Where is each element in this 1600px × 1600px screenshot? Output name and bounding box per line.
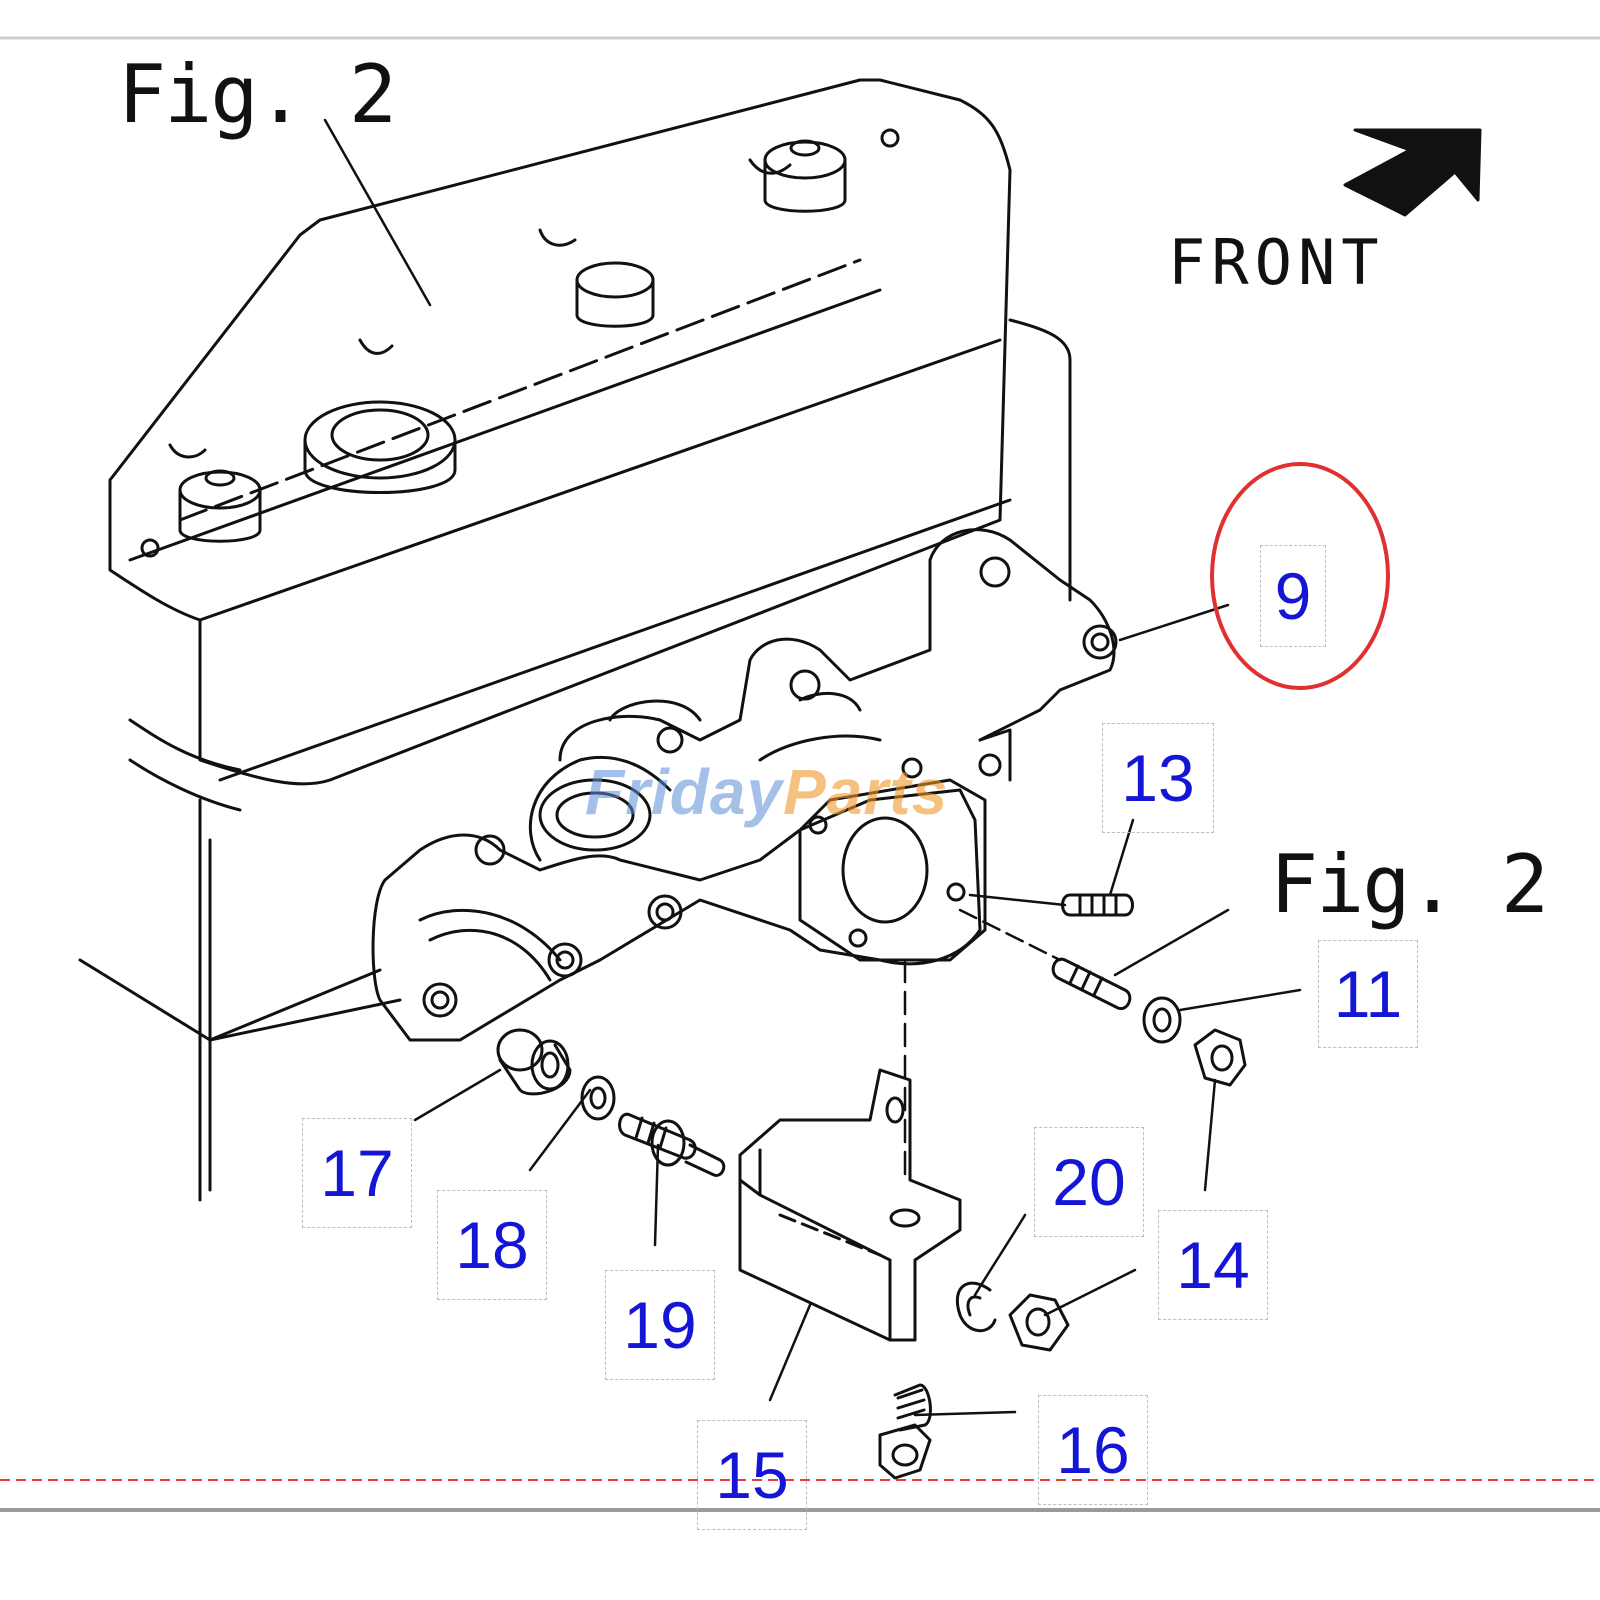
nut-part-14-lower <box>1008 1293 1070 1352</box>
callout-part-13[interactable]: 13 <box>1102 723 1214 833</box>
callout-part-19[interactable]: 19 <box>605 1270 715 1380</box>
callout-part-20[interactable]: 20 <box>1034 1127 1144 1237</box>
washer-part-11 <box>1142 996 1182 1044</box>
callout-part-11[interactable]: 11 <box>1318 940 1418 1048</box>
callout-part-17[interactable]: 17 <box>302 1118 412 1228</box>
nut-part-14-upper <box>1193 1028 1247 1087</box>
cover-boss-middle <box>575 261 655 328</box>
stud-bolt-part-19 <box>618 1112 726 1177</box>
watermark-part2: Parts <box>783 756 949 828</box>
collar-part-17 <box>496 1028 572 1096</box>
callout-part-9[interactable]: 9 <box>1260 545 1326 647</box>
watermark-part1: Friday <box>585 756 784 828</box>
oil-filler-cap <box>303 400 457 494</box>
figure-label-right: Fig. 2 <box>1270 838 1549 931</box>
stud-fig2 <box>1051 957 1132 1011</box>
figure-label-top: Fig. 2 <box>118 48 397 141</box>
front-direction-label: FRONT <box>1168 226 1385 299</box>
snap-ring-part-20 <box>955 1281 997 1333</box>
bracket-part-15 <box>738 1068 962 1342</box>
highlight-circle <box>1210 462 1390 690</box>
washer-part-18 <box>580 1075 616 1121</box>
front-arrow-icon <box>1343 128 1482 217</box>
callout-part-18[interactable]: 18 <box>437 1190 547 1300</box>
bolt-part-16 <box>878 1383 932 1480</box>
callout-part-15[interactable]: 15 <box>697 1420 807 1530</box>
callout-part-14[interactable]: 14 <box>1158 1210 1268 1320</box>
stud-part-13 <box>1061 893 1134 917</box>
callout-part-16[interactable]: 16 <box>1038 1395 1148 1505</box>
watermark-logo: FridayParts <box>585 755 948 829</box>
cover-boss-right <box>763 139 847 213</box>
cover-boss-left <box>178 469 262 543</box>
rocker-cover <box>78 78 1072 1202</box>
